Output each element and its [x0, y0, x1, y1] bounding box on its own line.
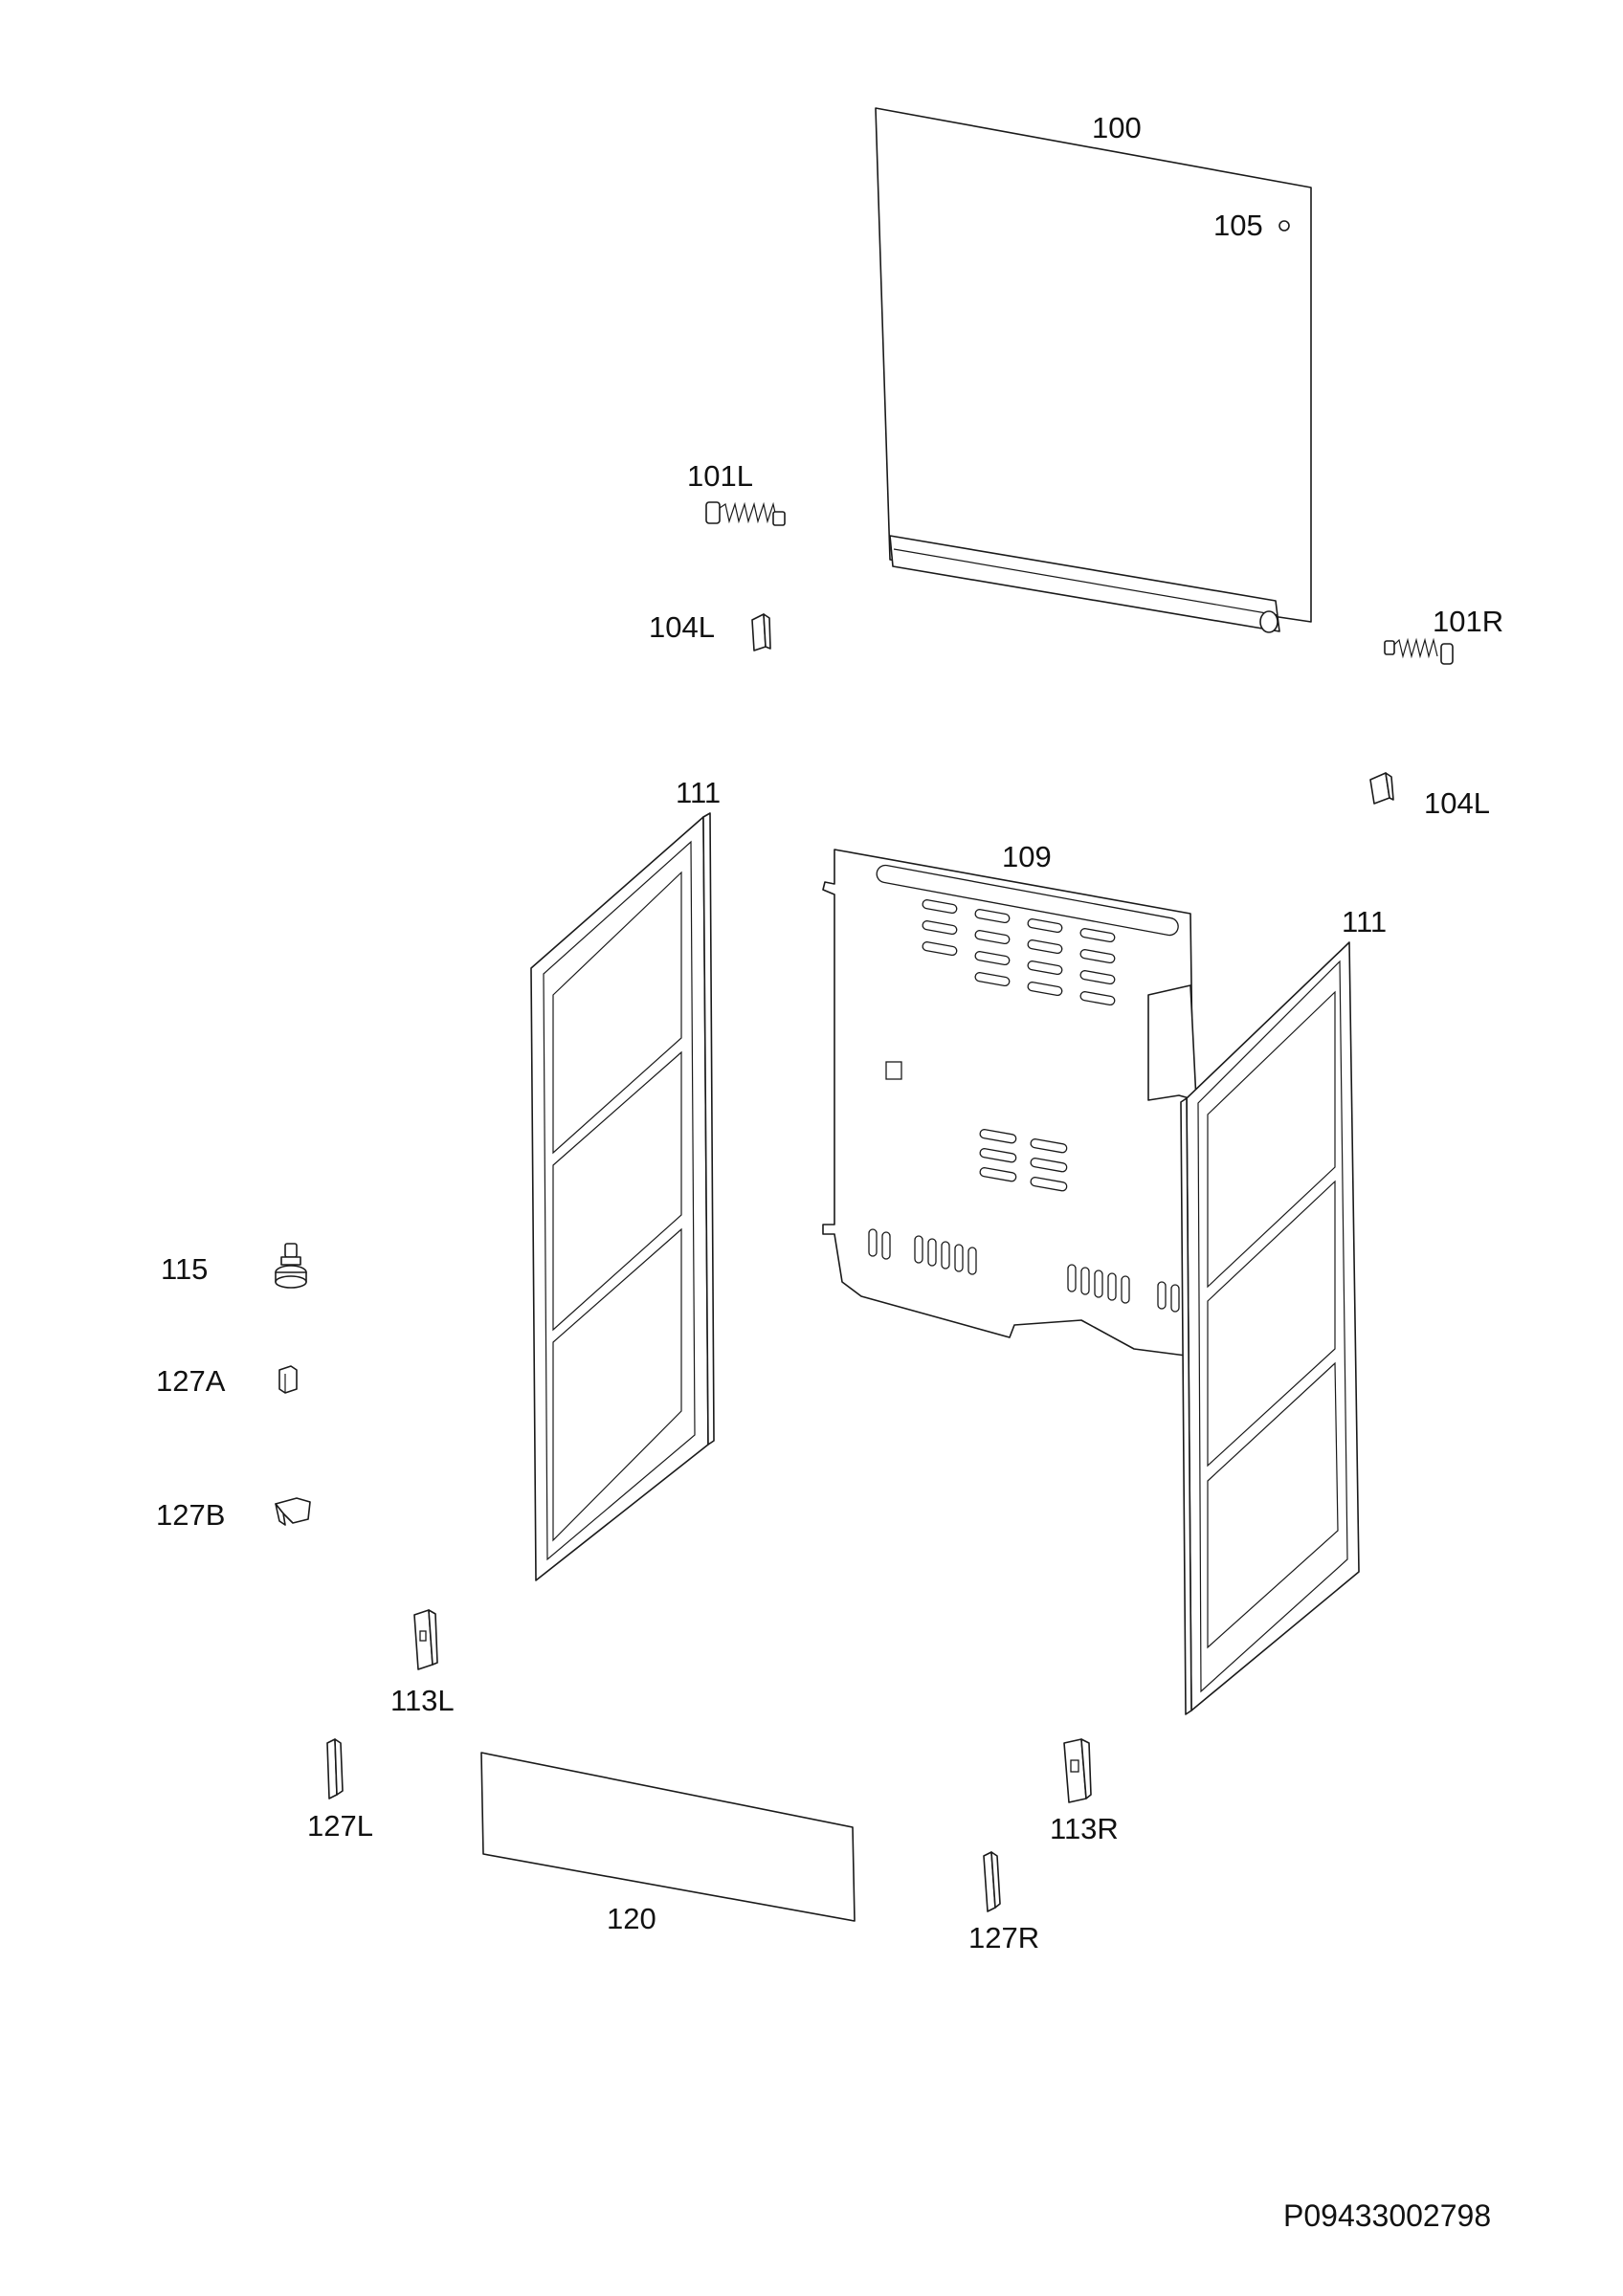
back-panel-vents-middle: [979, 1129, 1068, 1192]
part-101l-hinge-spring[interactable]: [705, 501, 786, 526]
label-111-left: 111: [676, 776, 722, 809]
back-panel-vents-lower: [868, 1228, 1180, 1313]
part-104l-clip-right[interactable]: [1369, 772, 1394, 805]
part-127l-trim[interactable]: [326, 1738, 344, 1799]
part-109-back-panel[interactable]: [822, 849, 1197, 1358]
label-109: 109: [1002, 840, 1052, 873]
label-127l: 127L: [307, 1809, 373, 1843]
back-panel-vents-upper: [922, 899, 1116, 1006]
label-111-right: 111: [1342, 905, 1388, 938]
part-105-hole[interactable]: [1278, 220, 1290, 232]
label-100: 100: [1092, 111, 1142, 144]
part-100-bottom-rail[interactable]: [889, 535, 1280, 633]
part-104l-clip-left[interactable]: [751, 613, 771, 651]
label-127a: 127A: [156, 1364, 226, 1398]
label-127b: 127B: [156, 1498, 226, 1532]
part-111-side-frame-left[interactable]: [530, 812, 715, 1581]
part-101r-hinge-spring[interactable]: [1384, 637, 1454, 665]
label-127r: 127R: [968, 1921, 1040, 1954]
part-120-plinth-panel[interactable]: [480, 1752, 856, 1922]
label-120: 120: [607, 1902, 656, 1935]
part-111-side-frame-right[interactable]: [1180, 941, 1360, 1715]
part-113l-hinge-bracket[interactable]: [413, 1609, 438, 1670]
label-113r: 113R: [1050, 1812, 1119, 1845]
label-104l-left: 104L: [649, 610, 715, 644]
part-100-glass-panel[interactable]: [875, 107, 1312, 623]
label-101r: 101R: [1433, 605, 1504, 638]
label-105: 105: [1213, 209, 1263, 242]
part-127r-trim[interactable]: [983, 1851, 1001, 1912]
part-115-leveling-foot[interactable]: [275, 1243, 307, 1289]
part-127b-bracket[interactable]: [275, 1497, 311, 1526]
label-113l: 113L: [390, 1684, 455, 1717]
label-115: 115: [161, 1252, 209, 1286]
part-127a-block[interactable]: [278, 1365, 298, 1394]
document-id: P09433002798: [1283, 2198, 1492, 2233]
label-104l-right: 104L: [1424, 786, 1490, 820]
part-113r-hinge-bracket[interactable]: [1063, 1738, 1092, 1803]
label-101l: 101L: [687, 459, 753, 493]
